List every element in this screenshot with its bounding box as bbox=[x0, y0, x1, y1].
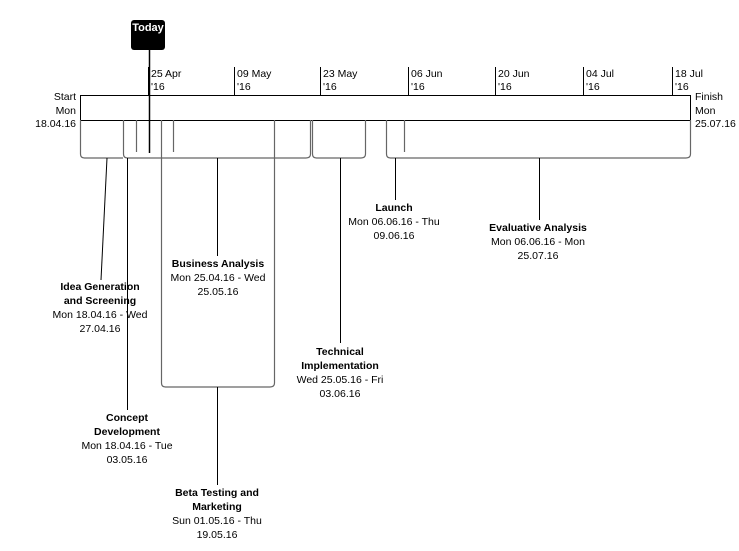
today-label: Today bbox=[132, 22, 164, 34]
timeline-bar bbox=[80, 95, 691, 121]
scale-tick-label: 20 Jun'16 bbox=[498, 68, 530, 93]
scale-tick-label: 23 May'16 bbox=[323, 68, 358, 93]
callout-lines bbox=[100, 50, 540, 485]
scale-tick-label: 09 May'16 bbox=[237, 68, 272, 93]
scale-tick-label: 04 Jul'16 bbox=[586, 68, 615, 93]
scale-tick-label: 25 Apr'16 bbox=[151, 68, 182, 93]
task-brackets bbox=[79, 120, 692, 388]
today-marker[interactable]: Today bbox=[131, 20, 165, 50]
scale-tick-label: 06 Jun'16 bbox=[411, 68, 443, 93]
scale-tick-label: 18 Jul'16 bbox=[675, 68, 704, 93]
scale-ticks bbox=[148, 67, 673, 95]
